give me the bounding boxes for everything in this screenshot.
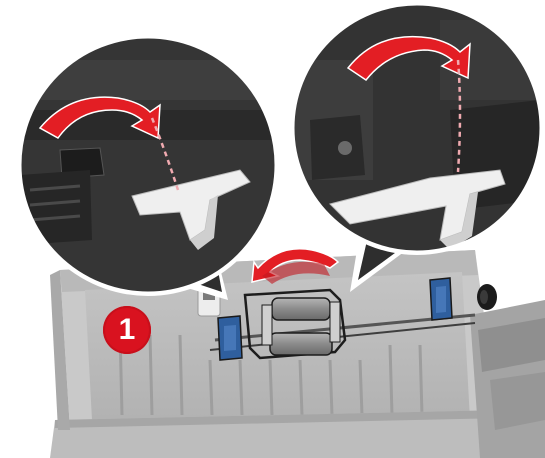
right-callout-magnifier (290, 1, 544, 292)
step-number-label: 1 (119, 313, 136, 347)
left-blue-latch (218, 316, 242, 360)
step-number-badge: 1 (103, 306, 151, 354)
left-callout-magnifier (17, 34, 280, 300)
right-blue-latch (430, 278, 452, 320)
